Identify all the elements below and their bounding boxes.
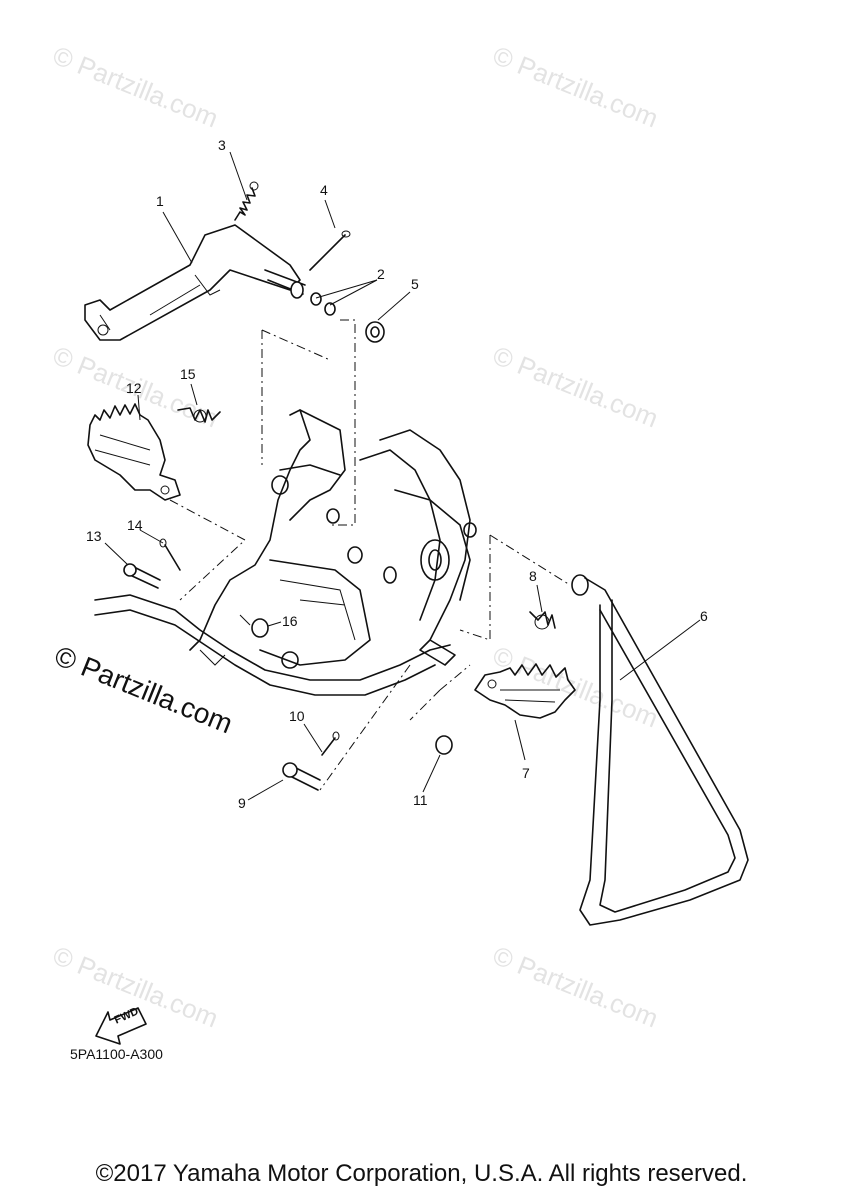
callout-16: 16 xyxy=(282,613,298,629)
footrest-spring-right xyxy=(529,611,556,630)
callout-10: 10 xyxy=(289,708,305,724)
leader-lines xyxy=(104,151,701,801)
cotter-pin xyxy=(309,230,351,271)
frame xyxy=(94,409,477,696)
callout-2: 2 xyxy=(377,266,385,282)
callout-8: 8 xyxy=(529,568,537,584)
footrest-spring-left xyxy=(177,407,221,423)
callout-1: 1 xyxy=(156,193,164,209)
brake-pedal xyxy=(84,224,306,341)
callout-11: 11 xyxy=(413,792,428,808)
callout-5: 5 xyxy=(411,276,419,292)
callout-6: 6 xyxy=(700,608,708,624)
callout-13: 13 xyxy=(86,528,102,544)
callout-15: 15 xyxy=(180,366,196,382)
washer-11 xyxy=(435,735,453,755)
callout-3: 3 xyxy=(218,137,226,153)
footrest-left xyxy=(87,403,181,501)
diagram-code: 5PA1100-A300 xyxy=(70,1046,163,1062)
callout-14: 14 xyxy=(127,517,143,533)
fwd-arrow-icon xyxy=(95,1007,147,1045)
return-spring xyxy=(234,181,259,221)
side-stand xyxy=(571,574,749,926)
assembly-lines xyxy=(169,319,571,791)
footrest-right xyxy=(474,663,576,719)
callout-9: 9 xyxy=(238,795,246,811)
footrest-pin-right xyxy=(282,731,340,791)
footrest-pin-left xyxy=(123,538,181,589)
copyright-notice: ©2017 Yamaha Motor Corporation, U.S.A. A… xyxy=(95,1160,748,1187)
washers xyxy=(310,292,385,343)
callout-7: 7 xyxy=(522,765,530,781)
washer-16 xyxy=(251,618,269,638)
callout-12: 12 xyxy=(126,380,142,396)
callout-4: 4 xyxy=(320,182,328,198)
